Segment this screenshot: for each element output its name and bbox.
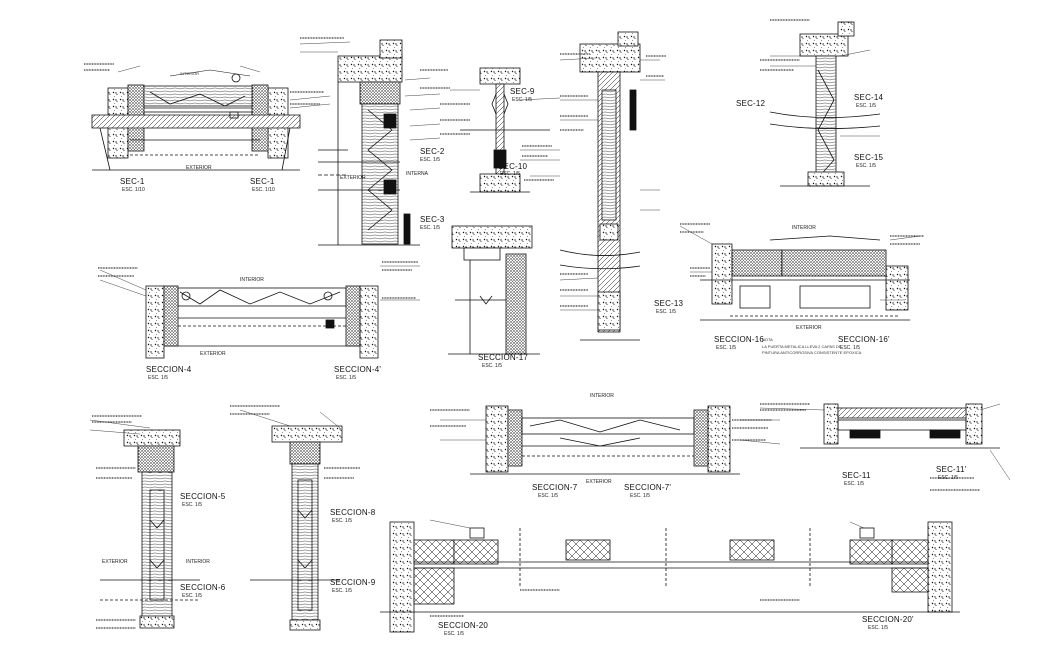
scale-seccion-7: ESC. 1/5 xyxy=(538,493,559,499)
detail-seccion-16 xyxy=(700,235,910,321)
title-seccion-7: SECCION-7 xyxy=(532,483,578,492)
detail-sec-17 xyxy=(448,225,540,355)
title-sec-11: SEC-11 xyxy=(842,471,871,480)
label-interior-7: INTERIOR xyxy=(590,393,614,399)
scale-seccion-20: ESC. 1/5 xyxy=(444,631,465,637)
title-sec-10: SEC-10 xyxy=(498,162,528,171)
label-exterior-1: EXTERIOR xyxy=(186,165,212,171)
scale-seccion-4-prime: ESC. 1/5 xyxy=(336,375,357,381)
title-sec-14: SEC-14 xyxy=(854,93,884,102)
detail-seccion-4 xyxy=(145,285,379,359)
scale-sec-15: ESC. 1/5 xyxy=(856,163,877,169)
label-interna-2: INTERNA xyxy=(406,171,428,177)
scale-seccion-7-prime: ESC. 1/5 xyxy=(630,493,651,499)
title-sec-2: SEC-2 xyxy=(420,147,445,156)
title-seccion-20: SECCION-20 xyxy=(438,621,489,630)
scale-seccion-20-prime: ESC. 1/5 xyxy=(868,625,889,631)
label-interior-5: INTERIOR xyxy=(186,559,210,565)
scale-sec-13: ESC. 1/5 xyxy=(656,309,677,315)
title-sec-1-left: SEC-1 xyxy=(120,177,145,186)
scale-sec-11-prime: ESC. 1/5 xyxy=(938,475,959,481)
title-seccion-9: SECCION-9 xyxy=(330,578,376,587)
detail-tall-section xyxy=(559,31,641,341)
note-line-2: PINTURA ANTICORROSIVA CONSISTENTE EPOXIC… xyxy=(762,350,862,355)
scale-seccion-5: ESC. 1/5 xyxy=(182,502,203,508)
scale-sec-1-right: ESC. 1/10 xyxy=(252,187,275,193)
label-interior-16: INTERIOR xyxy=(792,225,816,231)
title-seccion-4: SECCION-4 xyxy=(146,365,192,374)
scale-seccion-17: ESC. 1/5 xyxy=(482,363,503,369)
detail-sec-1 xyxy=(91,69,301,171)
detail-sec-12-14-15 xyxy=(769,21,881,187)
title-seccion-17: SECCION-17 xyxy=(478,353,529,362)
scale-sec-3: ESC. 1/5 xyxy=(420,225,441,231)
title-sec-15: SEC-15 xyxy=(854,153,884,162)
note-line-1: LA PUERTA METALICA LLEVA 2 CAPAS DE xyxy=(762,344,842,349)
title-sec-13: SEC-13 xyxy=(654,299,684,308)
title-seccion-4-prime: SECCION-4' xyxy=(334,365,382,374)
detail-sec-9-10 xyxy=(460,67,550,193)
detail-seccion-20 xyxy=(380,521,960,633)
title-sec-1-right: SEC-1 xyxy=(250,177,275,186)
label-exterior-4: EXTERIOR xyxy=(200,351,226,357)
detail-seccion-7 xyxy=(470,405,740,475)
scale-seccion-8: ESC. 1/5 xyxy=(332,518,353,524)
scale-sec-11: ESC. 1/5 xyxy=(844,481,865,487)
scale-seccion-9: ESC. 1/5 xyxy=(332,588,353,594)
label-interior-4: INTERIOR xyxy=(240,277,264,283)
scale-sec-2: ESC. 1/5 xyxy=(420,157,441,163)
scale-seccion-6: ESC. 1/5 xyxy=(182,593,203,599)
label-interior-1: INTERIOR xyxy=(180,71,200,76)
label-exterior-5: EXTERIOR xyxy=(102,559,128,565)
title-seccion-5: SECCION-5 xyxy=(180,492,226,501)
title-sec-3: SEC-3 xyxy=(420,215,445,224)
title-sec-9: SEC-9 xyxy=(510,87,535,96)
label-exterior-7: EXTERIOR xyxy=(586,479,612,485)
title-seccion-16: SECCION-16 xyxy=(714,335,765,344)
scale-seccion-16-prime: ESC. 1/5 xyxy=(840,345,861,351)
note-heading: NOTA xyxy=(762,337,773,342)
label-exterior-16: EXTERIOR xyxy=(796,325,822,331)
title-seccion-20-prime: SECCION-20' xyxy=(862,615,914,624)
scale-sec-1-left: ESC. 1/10 xyxy=(122,187,145,193)
scale-sec-9: ESC. 1/5 xyxy=(512,97,533,103)
title-seccion-16-prime: SECCION-16' xyxy=(838,335,890,344)
title-seccion-7-prime: SECCION-7' xyxy=(624,483,672,492)
detail-sec-2-3 xyxy=(318,39,420,246)
detail-sec-11 xyxy=(800,403,1000,449)
scale-sec-14: ESC. 1/5 xyxy=(856,103,877,109)
title-seccion-6: SECCION-6 xyxy=(180,583,226,592)
scale-seccion-16: ESC. 1/5 xyxy=(716,345,737,351)
scale-sec-10: ESC. 1/5 xyxy=(500,171,521,177)
leader-lines xyxy=(89,41,1011,529)
title-sec-12: SEC-12 xyxy=(736,99,766,108)
scale-seccion-4: ESC. 1/5 xyxy=(148,375,169,381)
title-sec-11-prime: SEC-11' xyxy=(936,465,967,474)
annotation-strokes xyxy=(84,19,980,629)
title-seccion-8: SECCION-8 xyxy=(330,508,376,517)
detail-seccion-8-9 xyxy=(250,425,343,631)
label-exterior-2: EXTERIOR xyxy=(340,175,366,181)
